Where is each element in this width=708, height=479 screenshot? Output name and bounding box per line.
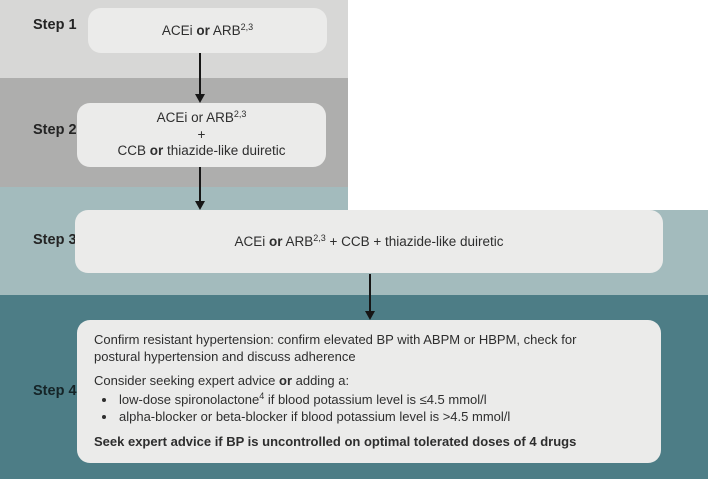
consider-expert-advice-text: Consider seeking expert advice or adding…: [94, 373, 350, 388]
step-3-label: Step 3: [33, 232, 77, 248]
down-arrow-icon: [194, 53, 206, 103]
footnote-ref: 4: [259, 391, 265, 401]
arrow-head: [195, 94, 205, 103]
down-arrow-icon: [194, 167, 206, 210]
down-arrow-icon: [364, 274, 376, 320]
confirm-resistant-hypertension-text: Confirm resistant hypertension: confirm …: [94, 332, 577, 364]
step-2-box-line1: ACEi or ARB2,3: [156, 109, 247, 126]
footnote-ref: 2,3: [240, 22, 254, 32]
step-3-box: ACEi or ARB2,3 + CCB + thiazide-like dui…: [75, 210, 663, 273]
arrow-head: [195, 201, 205, 210]
step-2-label: Step 2: [33, 122, 77, 138]
footnote-ref: 2,3: [233, 109, 247, 120]
step-3-box-text: ACEi or ARB2,3 + CCB + thiazide-like dui…: [234, 233, 504, 250]
arrow-line: [369, 274, 371, 311]
arrow-head: [365, 311, 375, 320]
arrow-line: [199, 53, 201, 94]
step-2-box: ACEi or ARB2,3 + CCB or thiazide-like du…: [77, 103, 326, 167]
footnote-ref: 2,3: [313, 233, 326, 243]
list-item-spironolactone: low-dose spironolactone4 if blood potass…: [117, 391, 644, 408]
list-item-alpha-beta-blocker: alpha-blocker or beta-blocker if blood p…: [117, 408, 644, 425]
step-1-label: Step 1: [33, 17, 77, 33]
arrow-line: [199, 167, 201, 201]
step-4-box: Confirm resistant hypertension: confirm …: [77, 320, 661, 463]
step-2-box-line2: +: [197, 126, 206, 142]
step-1-box-text: ACEi or ARB2,3: [161, 22, 254, 39]
step-1-box: ACEi or ARB2,3: [88, 8, 327, 53]
seek-expert-advice-text: Seek expert advice if BP is uncontrolled…: [94, 434, 577, 449]
step-2-box-line3: CCB or thiazide-like duiretic: [117, 143, 286, 159]
step-4-label: Step 4: [33, 383, 77, 399]
drug-options-list: low-dose spironolactone4 if blood potass…: [94, 391, 644, 425]
